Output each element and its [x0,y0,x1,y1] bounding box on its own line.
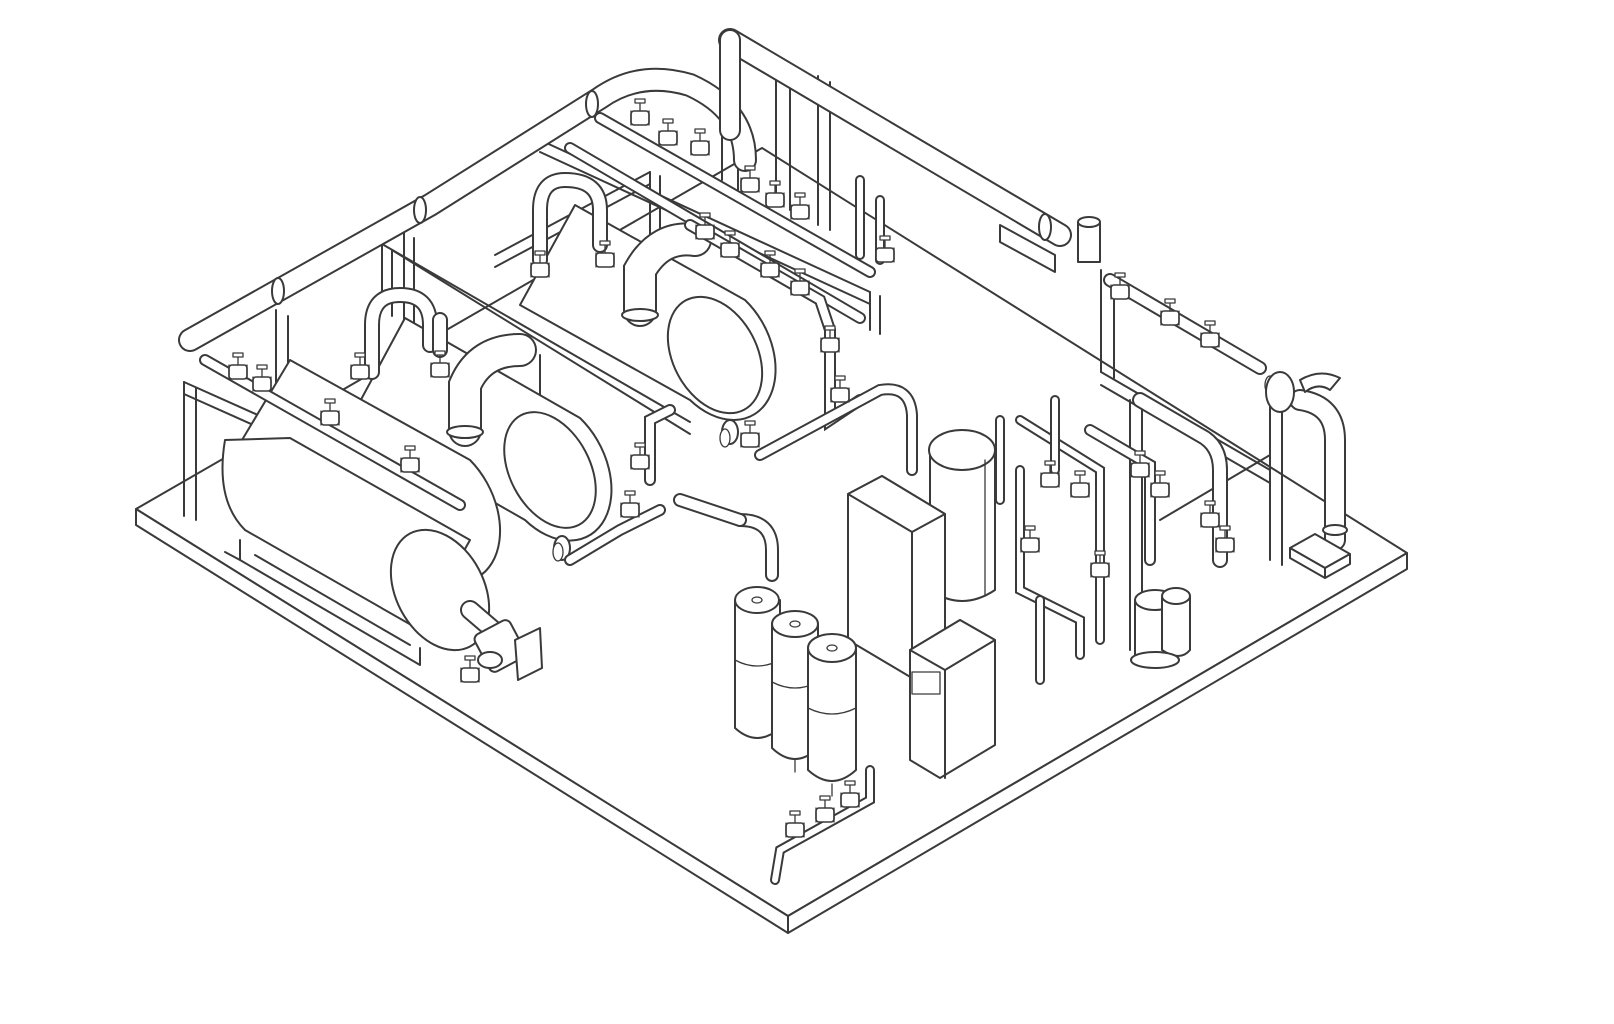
filter-cartridge-3 [807,633,857,797]
control-panel-small [909,619,996,779]
boiler-middle [349,317,613,561]
branch-piping [199,112,1267,885]
main-header-pipes [178,28,1348,551]
butterfly-valve-right [1265,371,1341,413]
air-separator [999,216,1101,273]
u-bend-risers [364,171,608,380]
control-panel-large [847,475,946,679]
boiler-rear [519,204,777,453]
step-block [1289,533,1351,579]
small-pump-right [1130,587,1191,669]
filter-cartridge-1 [734,586,781,739]
expansion-tank [928,429,996,602]
circulation-pump [473,619,543,681]
